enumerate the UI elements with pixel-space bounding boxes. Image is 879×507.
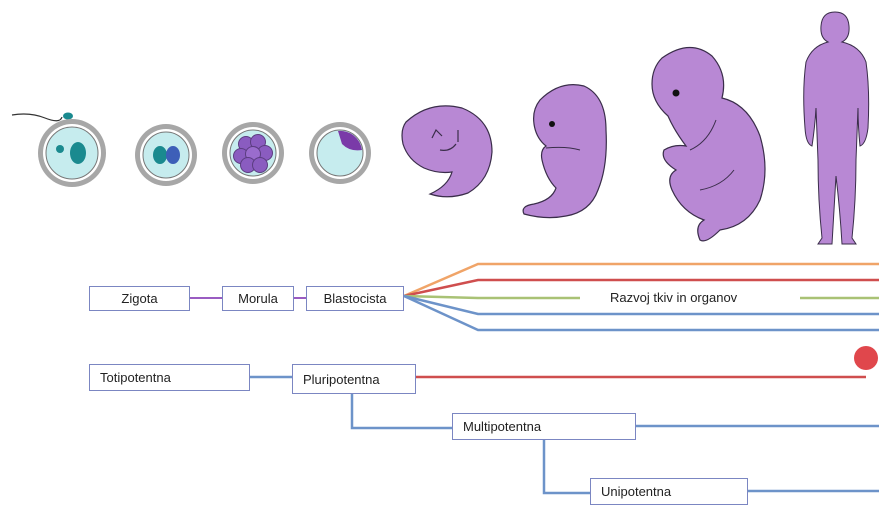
blastocyst-icon [309,122,371,184]
human-silhouette-icon [804,12,869,244]
multipotentna-box: Multipotentna [452,413,636,440]
early-embryo-icon [402,106,492,197]
zigota-box: Zigota [89,286,190,311]
red-dot-icon [854,346,878,370]
totipotentna-box: Totipotentna [89,364,250,391]
tissue-development-label: Razvoj tkiv in organov [610,290,737,305]
unipotentna-box: Unipotentna [590,478,748,505]
fetus-icon [652,47,765,240]
pluripotentna-box: Pluripotentna [292,364,416,394]
two-pronuclei-icon [135,124,197,186]
embryo-with-eye-icon [523,85,606,218]
morula-box: Morula [222,286,294,311]
blastocista-box: Blastocista [306,286,404,311]
morula-cells-icon [222,122,284,184]
egg-with-sperm-icon [12,113,106,188]
